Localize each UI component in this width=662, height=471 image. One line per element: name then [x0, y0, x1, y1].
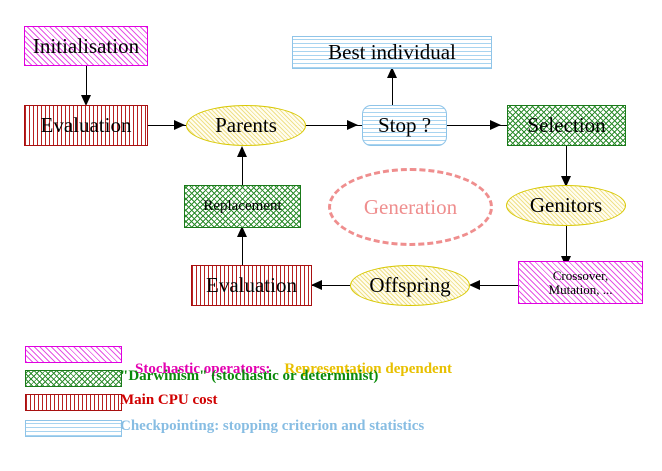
legend-swatch-darwinism — [25, 370, 122, 387]
arrowhead-up-parents — [237, 146, 247, 157]
legend-label-checkpointing: Checkpointing: stopping criterion and st… — [120, 418, 425, 434]
arrowhead-left-offspring — [469, 280, 480, 290]
node-evaluation-top[interactable]: Evaluation — [24, 105, 148, 146]
node-generation: Generation — [328, 168, 493, 246]
node-crossover-mutation[interactable]: Crossover, Mutation, ... — [518, 261, 643, 304]
arrowhead-up-best-individual — [387, 67, 397, 78]
edge-stop-to-selection — [447, 125, 507, 126]
legend-label-stochastic-operators-text: Stochastic operators: — [135, 361, 271, 377]
arrowhead-right-parents — [174, 120, 185, 130]
legend-swatch-checkpointing — [25, 420, 122, 437]
edge-initialisation-to-evaluation — [86, 66, 87, 97]
node-evaluation-bottom[interactable]: Evaluation — [191, 265, 312, 306]
node-genitors[interactable]: Genitors — [506, 185, 626, 226]
node-parents[interactable]: Parents — [186, 105, 306, 146]
legend-label-darwinism: "Darwinism" (stochastic or determinist) — [120, 368, 379, 384]
node-replacement[interactable]: Replacement — [184, 185, 301, 228]
node-offspring[interactable]: Offspring — [350, 265, 470, 306]
edge-evaluation-to-parents — [148, 125, 186, 126]
legend-label-representation-dependent: Representation dependent — [284, 361, 453, 377]
legend-swatch-stochastic-operators — [25, 346, 122, 363]
edge-parents-to-stop — [306, 125, 364, 126]
arrowhead-left-evaluation-bottom — [311, 280, 322, 290]
edge-selection-to-genitors — [566, 146, 567, 185]
edge-stop-to-best-individual — [392, 69, 393, 106]
legend-swatch-main-cpu-cost — [25, 394, 122, 411]
node-best-individual[interactable]: Best individual — [292, 36, 492, 69]
edge-crossover-to-offspring — [471, 285, 518, 286]
node-initialisation[interactable]: Initialisation — [24, 26, 148, 66]
legend-label-stochastic-operators: Stochastic operators: Representation depe… — [120, 344, 452, 395]
edge-genitors-to-crossover — [566, 225, 567, 266]
legend-label-main-cpu-cost: Main CPU cost — [120, 392, 218, 408]
node-stop[interactable]: Stop ? — [362, 105, 447, 146]
node-selection[interactable]: Selection — [507, 105, 626, 146]
edge-replacement-to-parents — [242, 148, 243, 185]
edge-offspring-to-evaluation — [312, 285, 356, 286]
arrowhead-right-selection — [490, 120, 501, 130]
arrowhead-down-genitors — [561, 176, 571, 187]
arrowhead-down-initialisation — [81, 95, 91, 106]
arrowhead-right-stop — [347, 120, 358, 130]
arrowhead-up-replacement — [237, 226, 247, 237]
edge-evaluation-to-replacement — [242, 228, 243, 266]
